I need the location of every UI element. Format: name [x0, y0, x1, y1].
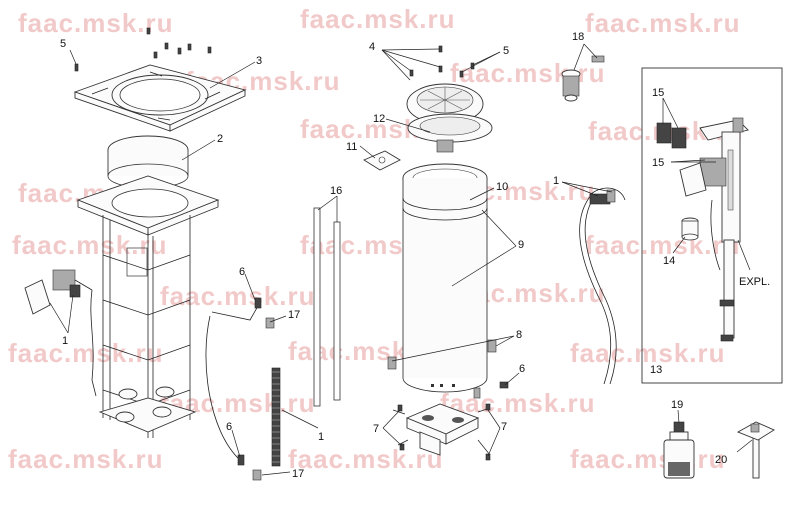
sensor-cable	[205, 297, 275, 481]
callout-7: 7	[373, 423, 379, 435]
callout-12: 12	[373, 113, 385, 125]
callout-15: 15	[652, 87, 664, 99]
oil-cap	[681, 217, 699, 241]
base-cross-bracket	[392, 403, 491, 461]
gasket-plate	[363, 150, 401, 171]
kit-frame	[641, 67, 783, 384]
callout-10: 10	[496, 181, 508, 193]
light-unit	[561, 55, 605, 102]
cover-plate	[73, 64, 247, 132]
watermark-text: faac.msk.ru	[450, 58, 606, 88]
callout-6: 6	[226, 421, 232, 433]
housing-frame	[90, 215, 197, 438]
callout-7: 7	[501, 421, 507, 433]
release-key	[736, 421, 775, 479]
expl-label: EXPL.	[739, 276, 770, 288]
callout-3: 3	[256, 55, 262, 67]
top-cap-disc	[406, 83, 493, 153]
base-flange-plate	[76, 175, 220, 236]
watermark-text: faac.msk.ru	[12, 230, 168, 260]
callout-6: 6	[239, 266, 245, 278]
watermark-text: faac.msk.ru	[160, 281, 316, 311]
watermark-text: faac.msk.ru	[570, 338, 726, 368]
control-board-box	[24, 269, 93, 315]
watermark-text: faac.msk.ru	[8, 444, 164, 474]
callout-16: 16	[330, 185, 342, 197]
watermark-text: faac.msk.ru	[585, 8, 741, 38]
screws-top	[74, 27, 212, 72]
callout-6: 6	[519, 363, 525, 375]
callout-19: 19	[671, 399, 683, 411]
callout-20: 20	[715, 454, 727, 466]
watermark-text: faac.msk.ru	[440, 388, 596, 418]
watermark-text: faac.msk.ru	[8, 338, 164, 368]
callout-17: 17	[288, 309, 300, 321]
callout-1: 1	[318, 431, 324, 443]
callout-4: 4	[369, 41, 375, 53]
callout-labels: 5 3 2 1 6 17 1 6 17 16 4 5 12 11 10 9 8 …	[60, 31, 770, 480]
watermark-layer: faac.msk.ru faac.msk.ru faac.msk.ru faac…	[8, 4, 743, 474]
hydraulic-unit	[656, 117, 749, 342]
watermark-text: faac.msk.ru	[288, 444, 444, 474]
sleeve-ring	[107, 135, 189, 189]
rack-bar	[271, 367, 281, 467]
callout-13: 13	[650, 364, 662, 376]
callout-8: 8	[516, 329, 522, 341]
callout-14: 14	[663, 255, 675, 267]
leader-lines	[49, 43, 753, 476]
callout-1: 1	[553, 175, 559, 187]
screws-mid	[409, 45, 475, 78]
bollard-column	[402, 163, 488, 393]
hose-cable	[579, 187, 626, 385]
oil-bottle	[663, 421, 695, 479]
callout-15: 15	[652, 157, 664, 169]
callout-5: 5	[503, 45, 509, 57]
callout-1: 1	[62, 335, 68, 347]
callout-17: 17	[292, 468, 304, 480]
watermark-text: faac.msk.ru	[570, 444, 726, 474]
watermark-text: faac.msk.ru	[300, 4, 456, 34]
callout-5: 5	[60, 38, 66, 50]
callout-11: 11	[346, 141, 357, 153]
callout-2: 2	[217, 133, 223, 145]
callout-18: 18	[572, 31, 584, 43]
callout-9: 9	[518, 239, 524, 251]
